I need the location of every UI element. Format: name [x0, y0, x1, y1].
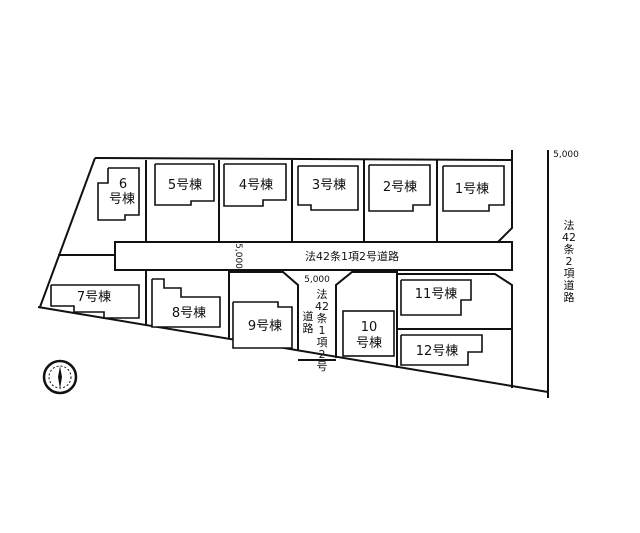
building-9-label: 9号棟 [248, 319, 282, 334]
side-road-char: 42 [315, 300, 329, 313]
east-road-char: 法 [564, 218, 575, 232]
east-road-char: 2 [566, 255, 573, 268]
building-3-label: 3号棟 [312, 178, 346, 193]
side-road-char: 条 [317, 311, 328, 325]
side-road-char: 法 [317, 287, 328, 301]
building-6-label: 6 [119, 177, 127, 192]
compass-icon [42, 359, 78, 395]
dim-main-road: 5,000 [233, 243, 243, 269]
east-road-char: 条 [564, 242, 575, 256]
building-7: 7号棟 [50, 284, 140, 319]
lot-9-boundary [229, 271, 299, 351]
side-road-char: 項 [317, 336, 328, 349]
side-road-char: 路 [303, 322, 314, 335]
building-10: 10 号棟 [342, 310, 395, 357]
boundary-west [39, 157, 96, 308]
side-road-label: 法 42 条 1 項 2 号 道 路 [303, 287, 330, 373]
building-8-label: 8号棟 [172, 306, 206, 321]
east-road-char: 道 [564, 278, 575, 292]
building-4-label: 4号棟 [239, 178, 273, 193]
site-boundary [94, 157, 513, 243]
building-12-label: 12号棟 [416, 344, 459, 359]
building-10-label: 10 [361, 320, 378, 335]
building-7-label: 7号棟 [77, 290, 111, 305]
side-road-char: 1 [319, 324, 326, 337]
east-road-char: 項 [564, 267, 575, 280]
east-road-char: 42 [562, 231, 576, 244]
dim-top-right: 5,000 [553, 150, 579, 160]
building-11-label: 11号棟 [415, 287, 458, 302]
building-5: 5号棟 [154, 163, 215, 206]
building-12: 12号棟 [400, 334, 483, 366]
building-6: 6 号棟 [97, 167, 140, 221]
boundary-south [37, 306, 549, 393]
building-1-label: 1号棟 [455, 182, 489, 197]
building-2-label: 2号棟 [383, 180, 417, 195]
building-9: 9号棟 [232, 301, 293, 349]
building-6-label: 号棟 [109, 192, 135, 207]
building-2: 2号棟 [368, 164, 431, 212]
building-11: 11号棟 [400, 279, 472, 316]
building-1: 1号棟 [442, 165, 505, 212]
building-4: 4号棟 [223, 163, 287, 207]
dim-side-road: 5,000 [304, 275, 330, 285]
side-road-char: 号 [317, 360, 328, 373]
lot-11-boundary [397, 273, 513, 388]
side-road-char: 2 [319, 348, 326, 361]
side-road-char: 道 [303, 309, 314, 323]
building-10-label: 号棟 [356, 336, 382, 351]
building-3: 3号棟 [297, 165, 359, 211]
east-road-label: 法 42 条 2 項 道 路 [562, 218, 576, 304]
east-road-char: 路 [564, 291, 575, 304]
building-8: 8号棟 [151, 278, 221, 328]
lot-10-boundary [335, 271, 398, 368]
main-road-label: 法42条1項2号道路 [305, 249, 399, 263]
building-5-label: 5号棟 [168, 178, 202, 193]
